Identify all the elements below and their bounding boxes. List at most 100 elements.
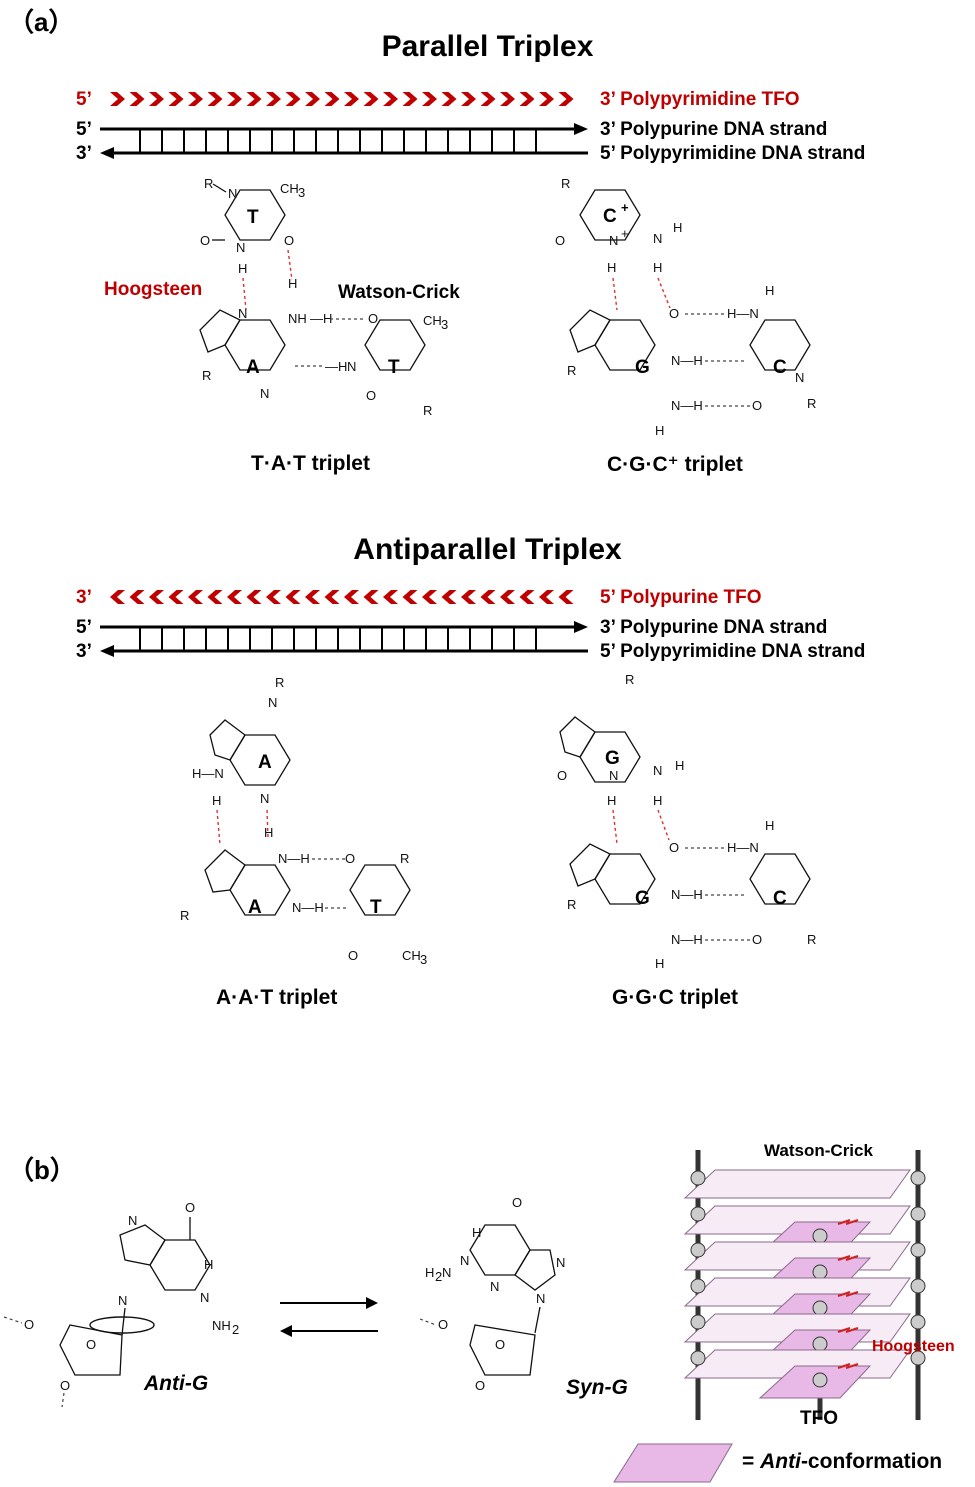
svg-text:O: O xyxy=(348,948,358,963)
svg-text:R: R xyxy=(807,396,816,411)
tfo-chevron xyxy=(266,590,281,604)
stack-hoogsteen-label: Hoogsteen xyxy=(872,1338,955,1355)
svg-text:2: 2 xyxy=(435,1269,442,1284)
hoogsteen-bond xyxy=(837,1255,851,1261)
svg-text:CH: CH xyxy=(402,948,421,963)
svg-text:H: H xyxy=(425,1265,434,1280)
tfo-chevron xyxy=(500,590,515,604)
tfo-chevron xyxy=(129,92,145,106)
svg-text:N: N xyxy=(442,1265,451,1280)
svg-text:+: + xyxy=(621,226,629,241)
ggc-triplet-label: G·G·C triplet xyxy=(612,986,738,1009)
tfo-chevron xyxy=(149,92,164,106)
svg-text:O: O xyxy=(557,768,567,783)
tfo-chevron xyxy=(422,590,437,604)
svg-text:N: N xyxy=(200,1290,209,1305)
tfo-chevron xyxy=(383,92,398,106)
svg-text:H: H xyxy=(655,423,664,438)
svg-text:H: H xyxy=(607,793,616,808)
parallel-tfo-chevrons xyxy=(110,92,574,106)
svg-text:N: N xyxy=(490,1279,499,1294)
svg-text:N: N xyxy=(609,233,618,248)
hoogsteen-bond xyxy=(845,1255,859,1261)
tfo-chevron xyxy=(129,590,145,604)
tfo-chevron xyxy=(285,92,301,106)
legend-text: = Anti-conformation xyxy=(742,1450,943,1473)
svg-text:O: O xyxy=(752,398,762,413)
svg-text:R: R xyxy=(202,368,211,383)
antiparallel-duplex-ladder xyxy=(100,621,588,657)
svg-text:H: H xyxy=(765,283,774,298)
hoogsteen-label: Hoogsteen xyxy=(104,279,203,300)
svg-text:O: O xyxy=(475,1378,485,1393)
svg-text:H: H xyxy=(212,793,221,808)
tat-triplet-label: T·A·T triplet xyxy=(251,452,370,475)
tfo-chevron xyxy=(558,92,574,106)
svg-text:N: N xyxy=(653,763,662,778)
svg-text:T: T xyxy=(388,357,400,378)
svg-text:A: A xyxy=(246,357,260,378)
svg-text:O: O xyxy=(752,932,762,947)
backbone-node xyxy=(690,1242,706,1258)
svg-text:O: O xyxy=(345,851,355,866)
antiparallel-triplex-title: Antiparallel Triplex xyxy=(353,533,622,566)
tfo-chevron xyxy=(519,590,535,604)
anti-g-label: Anti-G xyxy=(144,1372,209,1395)
svg-text:O: O xyxy=(669,306,679,321)
antiparallel-strand2-left-end: 3’ xyxy=(76,641,92,662)
hoogsteen-bond xyxy=(837,1327,851,1333)
antiparallel-strand1-left-end: 5’ xyxy=(76,617,92,638)
backbone-node xyxy=(690,1350,706,1366)
svg-text:—H: —H xyxy=(325,359,347,374)
svg-text:G: G xyxy=(605,748,620,769)
svg-text:N—H: N—H xyxy=(671,398,703,413)
svg-text:H: H xyxy=(264,825,273,840)
svg-text:H: H xyxy=(238,261,247,276)
svg-text:T: T xyxy=(370,897,382,918)
tfo-backbone-node xyxy=(812,1228,828,1244)
equilibrium-arrows xyxy=(280,1297,378,1337)
tfo-chevron xyxy=(480,92,496,106)
antiparallel-tfo-label: 5’ Polypurine TFO xyxy=(600,587,762,608)
parallel-triplex-title: Parallel Triplex xyxy=(381,30,594,63)
tfo-chevron xyxy=(324,590,340,604)
aat-triplet-label: A·A·T triplet xyxy=(216,986,338,1009)
svg-text:H: H xyxy=(653,260,662,275)
svg-text:R: R xyxy=(561,176,570,191)
tfo-backbone-node xyxy=(812,1300,828,1316)
tfo-chevron xyxy=(539,92,554,106)
svg-text:CH: CH xyxy=(423,313,442,328)
hoogsteen-bond xyxy=(845,1219,859,1225)
stack-watson-crick-label: Watson-Crick xyxy=(764,1141,873,1160)
svg-text:N—H: N—H xyxy=(671,932,703,947)
syn-g-label: Syn-G xyxy=(566,1376,628,1399)
watson-crick-base-pair-plate xyxy=(683,1169,911,1199)
antiparallel-strand1-label: 3’ Polypurine DNA strand xyxy=(600,617,828,638)
svg-text:R: R xyxy=(275,675,284,690)
svg-text:O: O xyxy=(368,311,378,326)
tfo-chevron xyxy=(324,92,340,106)
tfo-chevron xyxy=(402,590,418,604)
hoogsteen-bond xyxy=(837,1291,851,1297)
svg-text:O: O xyxy=(185,1200,195,1215)
triplex-stack-schematic xyxy=(683,1150,926,1420)
parallel-tfo-label: 3’ Polypyrimidine TFO xyxy=(600,89,800,110)
svg-text:O: O xyxy=(86,1337,96,1352)
svg-text:R: R xyxy=(204,176,213,191)
backbone-node xyxy=(910,1278,926,1294)
parallel-strand1-label: 3’ Polypurine DNA strand xyxy=(600,119,828,140)
tfo-chevron xyxy=(344,590,359,604)
tfo-chevron xyxy=(402,92,418,106)
hoogsteen-bond xyxy=(845,1363,859,1369)
svg-text:R: R xyxy=(625,672,634,687)
svg-text:H: H xyxy=(675,758,684,773)
svg-text:NH: NH xyxy=(212,1318,231,1333)
tfo-backbone-node xyxy=(812,1372,828,1388)
backbone-node xyxy=(910,1242,926,1258)
backbone-node xyxy=(690,1206,706,1222)
svg-text:+: + xyxy=(621,200,629,215)
tfo-chevron xyxy=(441,590,457,604)
svg-text:O: O xyxy=(438,1317,448,1332)
